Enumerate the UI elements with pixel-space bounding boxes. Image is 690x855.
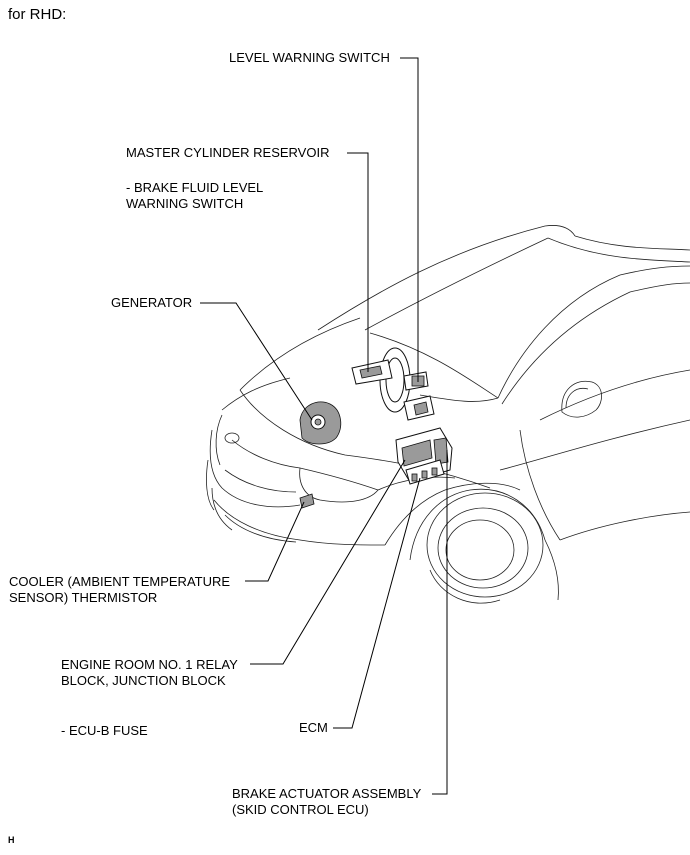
label-ecm: ECM [299, 720, 328, 735]
label-level-warning-switch: LEVEL WARNING SWITCH [229, 50, 390, 65]
label-brake-actuator-line2: (SKID CONTROL ECU) [232, 802, 369, 817]
leader-master-cylinder-reservoir [347, 152, 369, 372]
label-brake-fluid-level-line1: - BRAKE FLUID LEVEL [126, 180, 264, 195]
label-cooler-line1: COOLER (AMBIENT TEMPERATURE [9, 574, 231, 589]
label-brake-fluid-level-line2: WARNING SWITCH [126, 196, 244, 211]
label-relay-block-line2: BLOCK, JUNCTION BLOCK [61, 673, 226, 688]
label-cooler-line2: SENSOR) THERMISTOR [9, 590, 158, 605]
relay-block [401, 439, 433, 467]
label-master-cylinder-reservoir: MASTER CYLINDER RESERVOIR [126, 145, 330, 160]
leader-cooler-thermistor [245, 501, 305, 582]
footer-code: H [8, 835, 15, 845]
leader-level-warning-switch [400, 57, 419, 382]
leader-lines [200, 57, 448, 795]
label-generator: GENERATOR [111, 295, 193, 310]
label-ecu-b-fuse: - ECU-B FUSE [61, 723, 148, 738]
leader-generator [200, 302, 313, 421]
label-relay-block-line1: ENGINE ROOM NO. 1 RELAY [61, 657, 238, 672]
vehicle-outline [206, 225, 690, 604]
leader-relay-block [250, 459, 406, 665]
label-brake-actuator-line1: BRAKE ACTUATOR ASSEMBLY [232, 786, 422, 801]
leader-brake-actuator [432, 450, 448, 795]
leader-ecm [333, 477, 421, 729]
engine-components [299, 347, 453, 509]
ambient-temperature-sensor [299, 493, 315, 509]
page-heading: for RHD: [8, 6, 67, 23]
